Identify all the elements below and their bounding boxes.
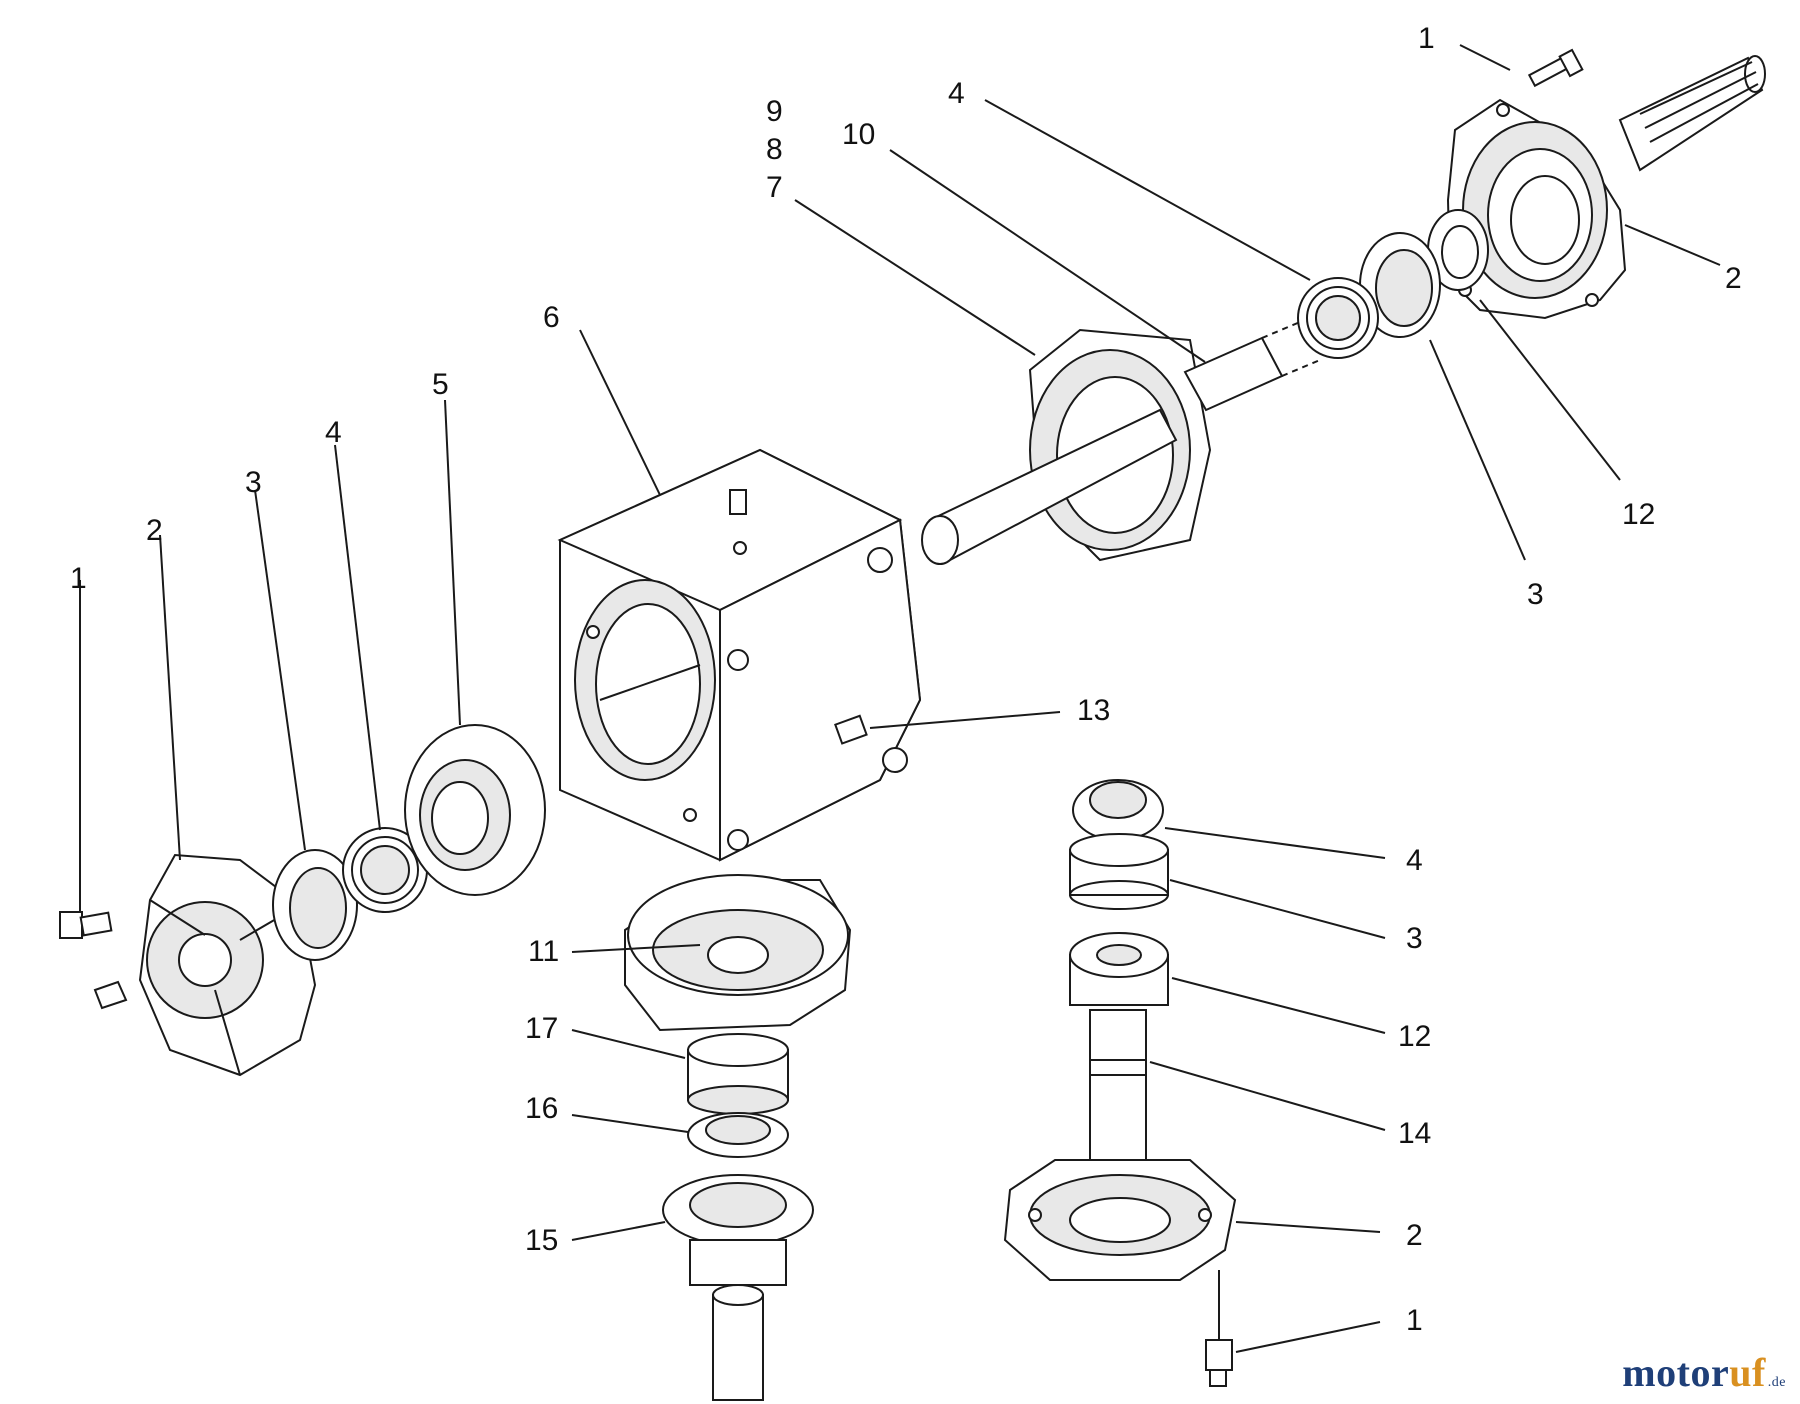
gearbox-housing-6 [557,448,922,862]
callout-17: 17 [525,1012,558,1045]
left-cone-bearing-4 [342,827,428,913]
left-bolt-1 [59,911,113,939]
bottom-gear-11 [624,874,852,1032]
right-bearing-12 [1069,932,1169,1006]
callout-5: 5 [432,368,449,401]
callout-7: 7 [766,171,783,204]
left-key [93,980,128,1010]
right-cone-bearing-4 [1072,779,1164,841]
callout-4-left: 4 [325,416,342,449]
callout-3-top: 3 [1527,578,1544,611]
cup-17 [687,1033,789,1115]
callout-6: 6 [543,301,560,334]
callout-13: 13 [1077,694,1110,727]
callout-8: 8 [766,133,783,166]
left-cup-3 [272,849,358,961]
callout-16: 16 [525,1092,558,1125]
callout-1-right: 1 [1406,1304,1423,1337]
callout-1-left: 1 [70,562,87,595]
output-shaft-14 [1089,1009,1147,1181]
callout-2-left: 2 [146,514,163,547]
callout-11: 11 [528,935,559,968]
callout-1-top: 1 [1418,22,1435,55]
watermark-logo: motoruf.de [1622,1350,1786,1395]
callout-3-right: 3 [1406,922,1423,955]
top-right-cone-bearing-4 [1297,277,1379,359]
callout-9: 9 [766,95,783,128]
callout-14: 14 [1398,1117,1431,1150]
right-flange-cover-2 [1003,1159,1237,1281]
callout-15: 15 [525,1224,558,1257]
top-right-seal-12 [1427,209,1489,291]
callout-2-top: 2 [1725,262,1742,295]
input-shaft-and-flange [921,321,1321,565]
vent-plug-13 [834,714,868,745]
bottom-cap-15 [662,1174,814,1401]
top-right-bolt [1527,48,1584,88]
cone-bearing-16 [687,1112,789,1158]
right-bolt-1 [1205,1339,1233,1387]
right-cup-3 [1069,833,1169,910]
top-right-cup-3 [1359,232,1441,338]
callout-10: 10 [842,118,875,151]
callout-3-left: 3 [245,466,262,499]
callout-labels: 1 2 4 9 8 7 10 12 3 6 5 4 3 2 1 13 11 17… [70,22,1742,1337]
callout-12-right: 12 [1398,1020,1431,1053]
callout-4-top: 4 [948,77,965,110]
callout-4-right: 4 [1406,844,1423,877]
gear-5 [404,724,546,896]
callout-2-right: 2 [1406,1219,1423,1252]
top-right-flange-cover [1446,98,1627,320]
splined-input-shaft [1618,55,1766,172]
leader-lines [79,44,1721,1353]
left-cover-2 [138,853,317,1077]
callout-12-top: 12 [1622,498,1655,531]
